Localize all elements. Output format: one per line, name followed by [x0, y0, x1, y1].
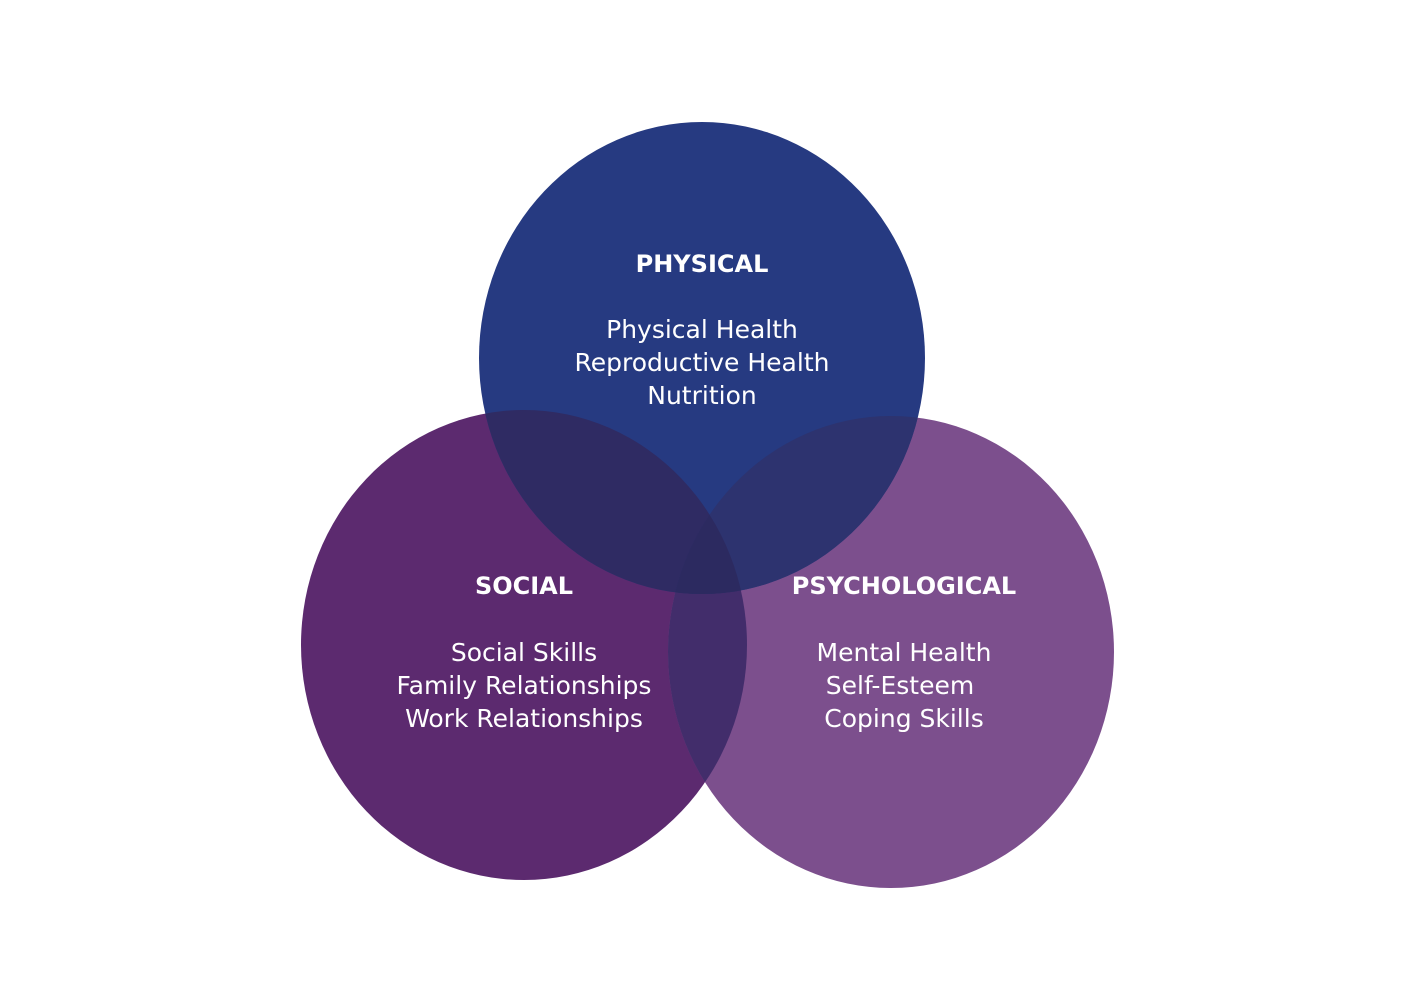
physical-item: Nutrition — [647, 381, 756, 410]
psychological-item: Mental Health — [817, 638, 992, 667]
social-item: Family Relationships — [397, 671, 652, 700]
physical-heading: PHYSICAL — [636, 250, 769, 278]
psychological-label-group: PSYCHOLOGICAL Mental Health Self-Esteem … — [792, 572, 1016, 733]
physical-label-group: PHYSICAL Physical Health Reproductive He… — [575, 250, 830, 410]
psychological-heading: PSYCHOLOGICAL — [792, 572, 1016, 600]
social-item: Social Skills — [451, 638, 597, 667]
social-heading: SOCIAL — [475, 572, 573, 600]
social-item: Work Relationships — [405, 704, 643, 733]
physical-item: Physical Health — [606, 315, 798, 344]
overlap-physical-social — [479, 410, 747, 594]
physical-item: Reproductive Health — [575, 348, 830, 377]
psychological-item: Self-Esteem — [826, 671, 974, 700]
psychological-item: Coping Skills — [824, 704, 983, 733]
overlap-physical-psychological — [668, 416, 925, 594]
social-label-group: SOCIAL Social Skills Family Relationship… — [397, 572, 652, 733]
